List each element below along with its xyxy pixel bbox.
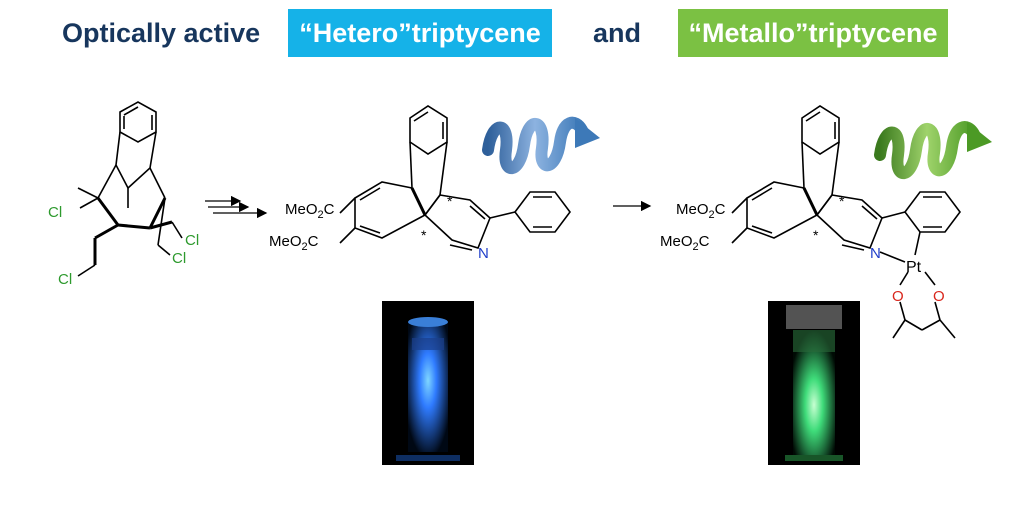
multistep-arrow-icon bbox=[205, 195, 268, 219]
green-helical-arrow-icon bbox=[874, 121, 992, 180]
blue-emission-cuvette-photo bbox=[382, 301, 474, 465]
oxygen-label: O bbox=[933, 288, 945, 305]
title-row: Optically active “Hetero”triptycene and … bbox=[0, 0, 1024, 70]
heterotriptycene-structure bbox=[339, 105, 571, 251]
chlorine-labels: Cl Cl Cl Cl bbox=[48, 204, 199, 288]
blue-helical-arrow-icon bbox=[482, 116, 600, 175]
stereo-star: * bbox=[839, 193, 845, 209]
oxygen-label: O bbox=[892, 288, 904, 305]
cl-label: Cl bbox=[172, 250, 186, 267]
starting-material bbox=[77, 101, 183, 277]
cl-label: Cl bbox=[185, 232, 199, 249]
metallo-triptycene-label: “Metallo”triptycene bbox=[688, 17, 938, 48]
nitrogen-label: N bbox=[870, 245, 881, 262]
cl-label: Cl bbox=[48, 204, 62, 221]
svg-text:MeO2C: MeO2C bbox=[660, 233, 710, 253]
metallotriptycene-structure bbox=[731, 105, 961, 339]
hetero-triptycene-label: “Hetero”triptycene bbox=[299, 17, 541, 48]
stereo-star: * bbox=[447, 193, 453, 209]
svg-text:MeO2C: MeO2C bbox=[676, 201, 726, 221]
metallotriptycene-text: MeO2C MeO2C N Pt O O * * bbox=[660, 193, 945, 305]
svg-text:MeO2C: MeO2C bbox=[269, 233, 319, 253]
green-emission-cuvette-photo bbox=[768, 301, 860, 465]
stereo-star: * bbox=[421, 227, 427, 243]
title-optically-active: Optically active bbox=[62, 18, 261, 48]
platinum-label: Pt bbox=[906, 259, 922, 276]
hetero-triptycene-badge: “Hetero”triptycene bbox=[288, 9, 552, 57]
title-and: and bbox=[593, 18, 642, 48]
nitrogen-label: N bbox=[478, 245, 489, 262]
svg-text:MeO2C: MeO2C bbox=[285, 201, 335, 221]
stereo-star: * bbox=[813, 227, 819, 243]
heterotriptycene-text: MeO2C MeO2C N * * bbox=[269, 193, 489, 262]
cl-label: Cl bbox=[58, 271, 72, 288]
metallo-triptycene-badge: “Metallo”triptycene bbox=[678, 9, 948, 57]
